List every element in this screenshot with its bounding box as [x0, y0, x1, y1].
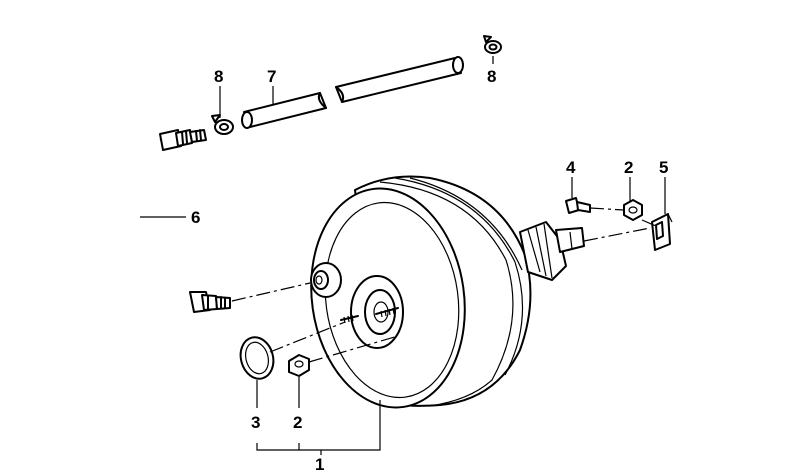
- label-part-1: 1: [315, 455, 324, 473]
- label-part-7: 7: [267, 67, 276, 86]
- spring-clip: [651, 213, 673, 251]
- label-part-4: 4: [566, 158, 576, 177]
- hose-clamp-left: [211, 114, 234, 135]
- vacuum-line: [116, 129, 231, 313]
- label-part-3: 3: [251, 413, 260, 432]
- nut-lower: [288, 354, 310, 377]
- label-part-2-upper: 2: [624, 158, 633, 177]
- hose-clamp-right: [483, 35, 502, 54]
- label-part-8-left: 8: [214, 67, 223, 86]
- leader-lines: [140, 56, 666, 455]
- vacuum-hose: [241, 56, 464, 129]
- label-part-8-right: 8: [487, 67, 496, 86]
- bolt: [565, 197, 591, 214]
- brake-booster: [310, 175, 585, 409]
- label-part-6: 6: [191, 208, 200, 227]
- nut-upper: [623, 199, 643, 221]
- callout-labels: 8 7 8 6 4 2 5 3 2 1: [191, 67, 668, 473]
- o-ring: [239, 336, 275, 380]
- label-part-5: 5: [659, 158, 668, 177]
- label-part-2-lower: 2: [293, 413, 302, 432]
- alignment-lines: [231, 207, 657, 363]
